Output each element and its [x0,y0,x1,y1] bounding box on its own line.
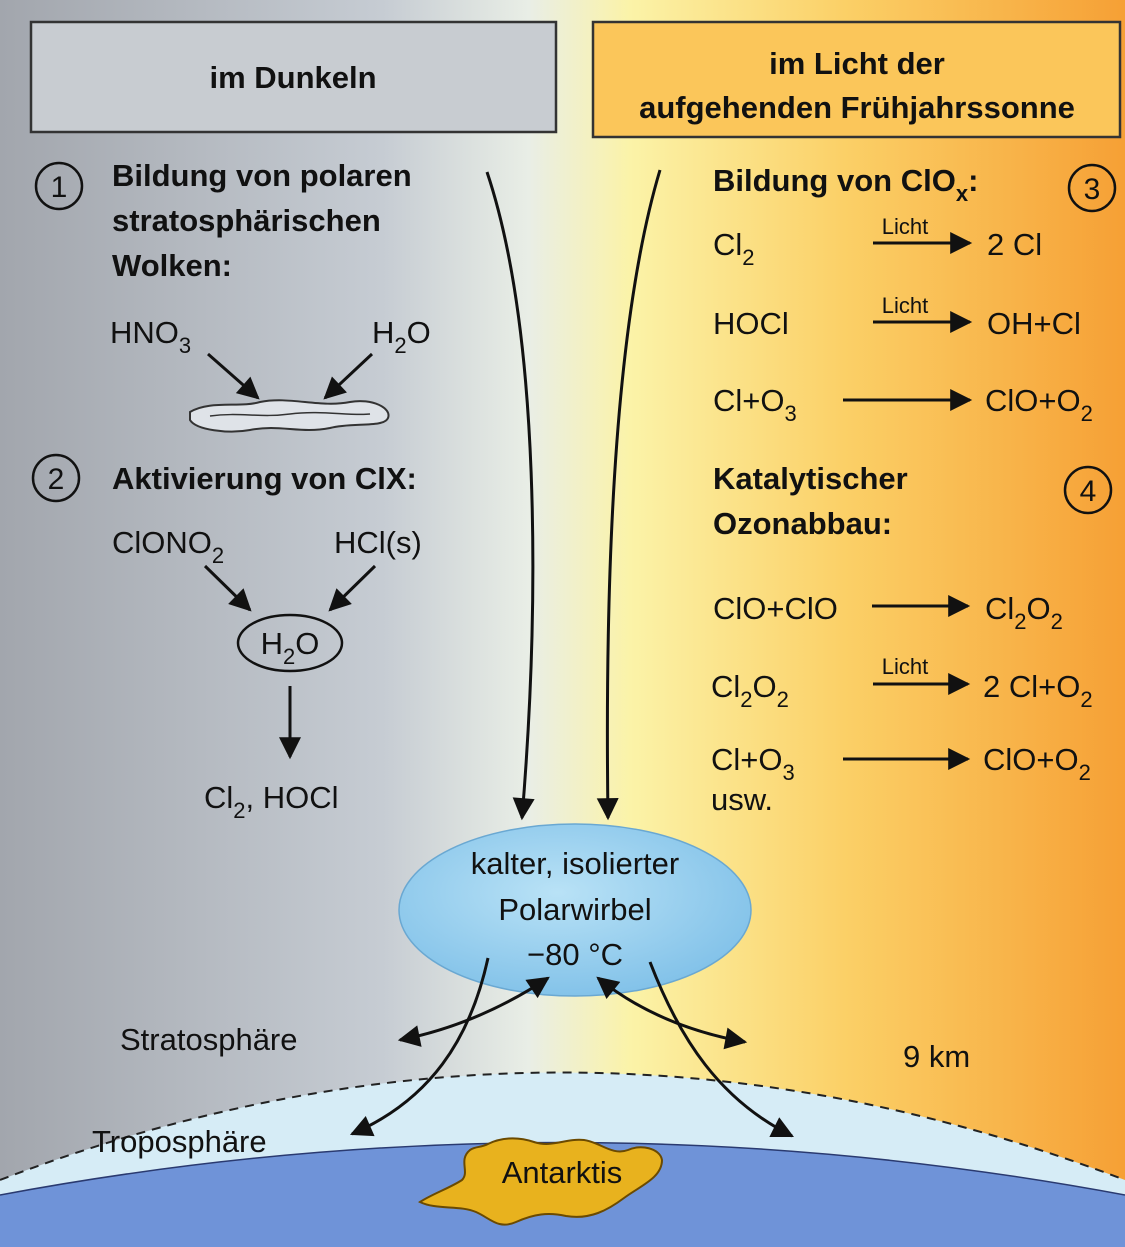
label-antarctica: Antarktis [502,1155,623,1190]
step-3-r2-right: OH+Cl [987,306,1081,341]
step-1-title-line-2: stratosphärischen [112,203,381,238]
step-4-r2-left: Cl2O2 [711,669,789,712]
step-4-r2-right: 2 Cl+O2 [983,669,1093,712]
vortex-line-2: Polarwirbel [498,892,651,927]
step-3-r2-left: HOCl [713,306,789,341]
step-2-reactant-clono2: ClONO2 [112,525,224,568]
arrow-descent-right [648,961,794,1138]
step-4-r2-condition: Licht [882,654,928,679]
step-3-title: Bildung von ClOx: [713,163,978,206]
step-2-reactant-hcl: HCl(s) [334,525,422,560]
step-1-reactant-hno3: HNO3 [110,315,191,358]
arrow-descent-left [349,957,490,1137]
step-3-r1-condition: Licht [882,214,928,239]
step-3-r1-right: 2 Cl [987,227,1042,262]
step-1-title-line-1: Bildung von polaren [112,158,412,193]
step-4-title-line-1: Katalytischer [713,461,908,496]
arrow-exchange-left [397,976,550,1047]
header-box-left [29,20,558,134]
step-3-r3-left: Cl+O3 [713,383,797,426]
step-2-products: Cl2, HOCl [204,780,339,823]
header-box-right [591,20,1122,139]
antarctica-shape [418,1137,664,1226]
step-3-badge: 3 [1067,163,1117,213]
header-right-line-1: im Licht der [769,46,945,81]
step-3-r3-right: ClO+O2 [985,383,1093,426]
step-2-medium-h2o: H2O [261,626,320,669]
step-4-r1-left: ClO+ClO [713,591,838,626]
arrow-exchange-right [596,976,748,1050]
step-2-badge: 2 [31,453,81,503]
step-4-r3-right: ClO+O2 [983,742,1091,785]
stratospheric-cloud-icon [189,399,390,433]
step-2-number: 2 [48,463,65,496]
polar-vortex [398,823,752,997]
step-1-title-line-3: Wolken: [112,248,232,283]
step-2-title: Aktivierung von ClX: [112,461,417,496]
arrow-light-descent [596,169,662,821]
vortex-line-1: kalter, isolierter [471,846,679,881]
tropopause-line [0,1071,1125,1181]
vortex-line-3: −80 °C [527,937,623,972]
step-3-r1-left: Cl2 [713,227,755,270]
h2o-droplet-ring [236,613,344,673]
step-4-r1-right: Cl2O2 [985,591,1063,634]
label-troposphere: Troposphäre [92,1124,267,1159]
step-1-number: 1 [51,171,68,204]
label-stratosphere: Stratosphäre [120,1022,298,1057]
step-1-reactant-h2o: H2O [372,315,431,358]
label-altitude: 9 km [903,1039,970,1074]
arrow-dark-descent [485,171,535,821]
step-4-r3-left: Cl+O3 [711,742,795,785]
arrow-hno3-to-cloud [207,352,260,400]
step-3-r2-condition: Licht [882,293,928,318]
arrow-hcl-to-h2o [328,564,377,612]
header-right-line-2: aufgehenden Frühjahrssonne [639,90,1075,125]
step-3-number: 3 [1084,173,1101,206]
step-4-extra: usw. [711,782,773,817]
arrow-clono2-to-h2o [203,564,252,612]
arrow-h2o-to-cloud [323,352,374,400]
step-4-number: 4 [1080,475,1097,508]
step-4-title-line-2: Ozonabbau: [713,506,892,541]
step-1-badge: 1 [34,161,84,211]
header-left-text: im Dunkeln [209,60,376,95]
step-4-badge: 4 [1063,465,1113,515]
cloud-detail-line [209,411,371,417]
